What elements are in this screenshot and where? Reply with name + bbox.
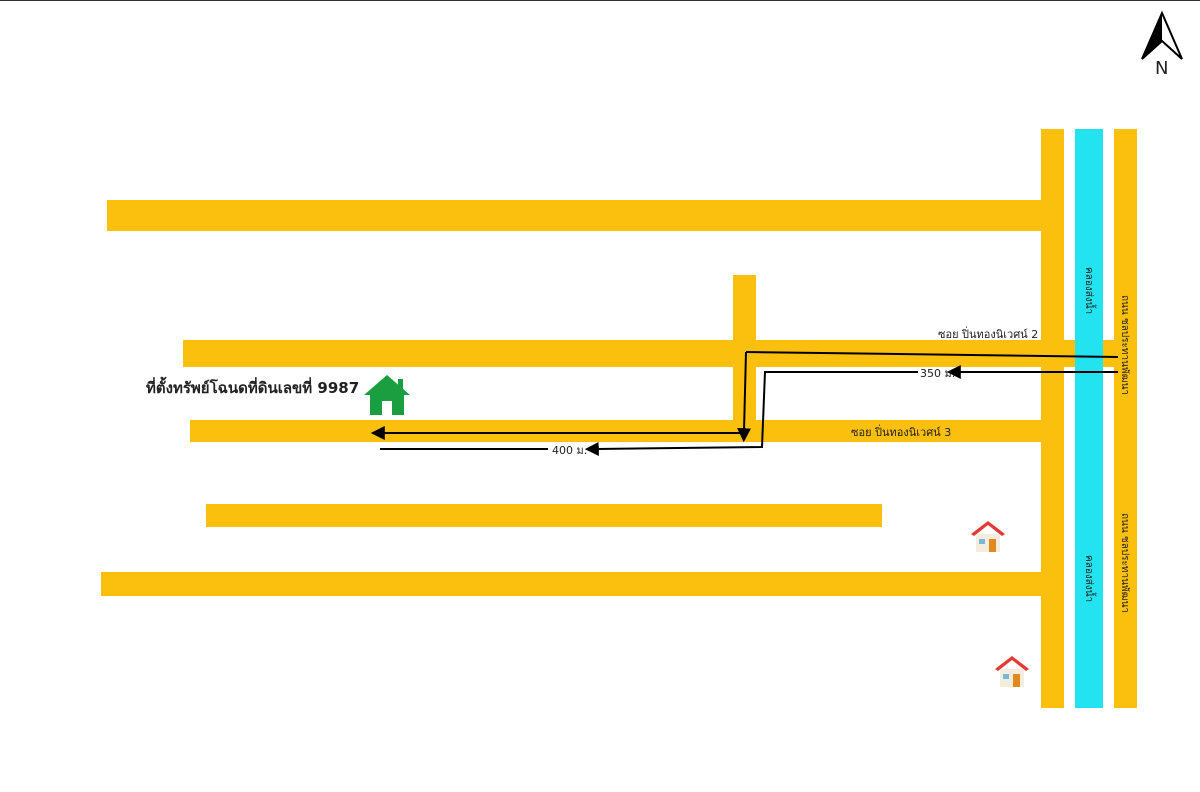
road-bottom	[101, 572, 1045, 596]
route-lower	[380, 365, 1118, 456]
compass-letter: N	[1155, 58, 1168, 79]
main-road-label-north: ถนน ชลประทานพัฒนา	[1119, 295, 1130, 395]
canal-label-north: คลองส่งน้ำ	[1083, 267, 1097, 314]
road-vertical-east	[1114, 129, 1137, 708]
road-label-soi2: ซอย ปิ่นทองนิเวศน์ 2	[938, 326, 1038, 341]
road-soi3	[190, 420, 1045, 442]
route-upper	[370, 351, 1119, 443]
road-vertical-west	[1041, 129, 1064, 708]
compass-icon	[1141, 10, 1183, 60]
distance-350: 350 ม.	[920, 367, 955, 380]
main-road-label-south: ถนน ชลประทานพัฒนา	[1119, 513, 1130, 613]
canal	[1075, 129, 1103, 708]
road-connector	[733, 275, 756, 431]
road-lower	[206, 504, 882, 527]
canal-label-south: คลองส่งน้ำ	[1083, 555, 1097, 602]
house-icon-neighbor-1	[971, 521, 1005, 552]
road-soi2	[183, 340, 1118, 367]
house-icon-green	[364, 371, 410, 415]
road-top	[107, 200, 1047, 231]
road-label-soi3: ซอย ปิ่นทองนิเวศน์ 3	[851, 424, 951, 439]
house-icon-neighbor-2	[995, 656, 1029, 687]
property-label: ที่ตั้งทรัพย์โฉนดที่ดินเลขที่ 9987	[146, 376, 359, 397]
distance-400: 400 ม.	[552, 444, 587, 457]
